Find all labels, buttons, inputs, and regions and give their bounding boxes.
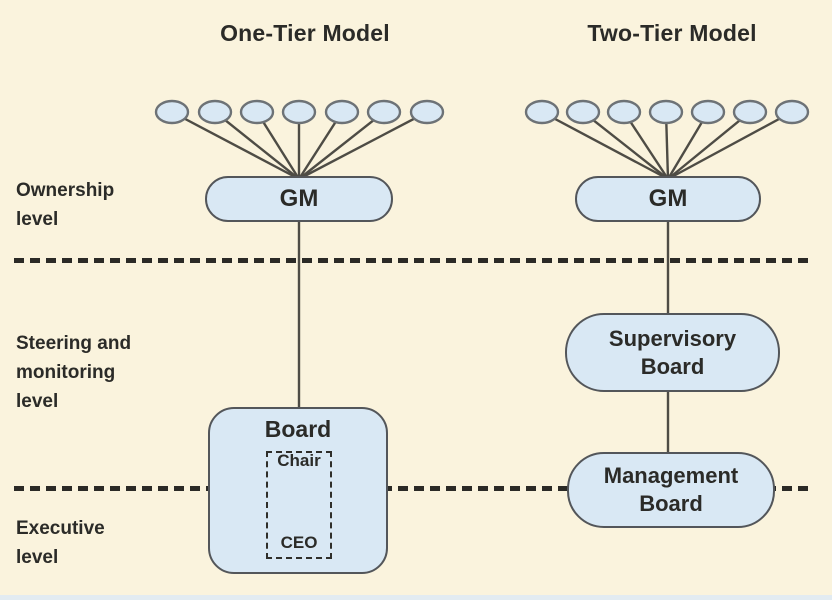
shareholder-ellipse [154,99,190,125]
one-tier-shareholder-ellipses [154,99,445,125]
shareholder-ellipse [409,99,445,125]
shareholder-ellipse [197,99,233,125]
shareholder-ellipse [606,99,642,125]
executive-level-label: Executive level [16,518,105,568]
shareholder-ellipse [281,99,317,125]
shareholder-ellipse [324,99,360,125]
two-tier-gm-node: GM [575,176,761,222]
shareholder-ellipse [648,99,684,125]
one-tier-gm-node: GM [205,176,393,222]
chair-label: Chair [277,451,321,470]
steering-executive-divider [14,486,814,491]
shareholder-ellipse [690,99,726,125]
shareholder-ellipse [565,99,601,125]
one-tier-fan-lines [171,110,428,410]
shareholder-ellipse [774,99,810,125]
one-tier-title: One-Tier Model [220,20,390,46]
two-tier-fan-lines [541,110,793,454]
two-tier-shareholder-ellipses [524,99,810,125]
steering-monitoring-level-label: Steering and monitoring level [16,333,132,412]
shareholder-ellipse [366,99,402,125]
chair-ceo-dashed-group: Chair CEO [266,451,332,559]
supervisory-board-node: Supervisory Board [565,313,780,392]
shareholder-ellipse [732,99,768,125]
ownership-level-label: Ownership level [16,180,115,230]
ownership-steering-divider [14,258,814,263]
two-tier-title: Two-Tier Model [587,20,757,46]
ceo-label: CEO [280,533,318,552]
shareholder-ellipse [239,99,275,125]
shareholder-ellipse [524,99,560,125]
management-board-node: Management Board [567,452,775,528]
bottom-edge-strip [0,595,832,600]
one-tier-board-node: Board Chair CEO [208,407,388,574]
board-label: Board [264,416,332,442]
